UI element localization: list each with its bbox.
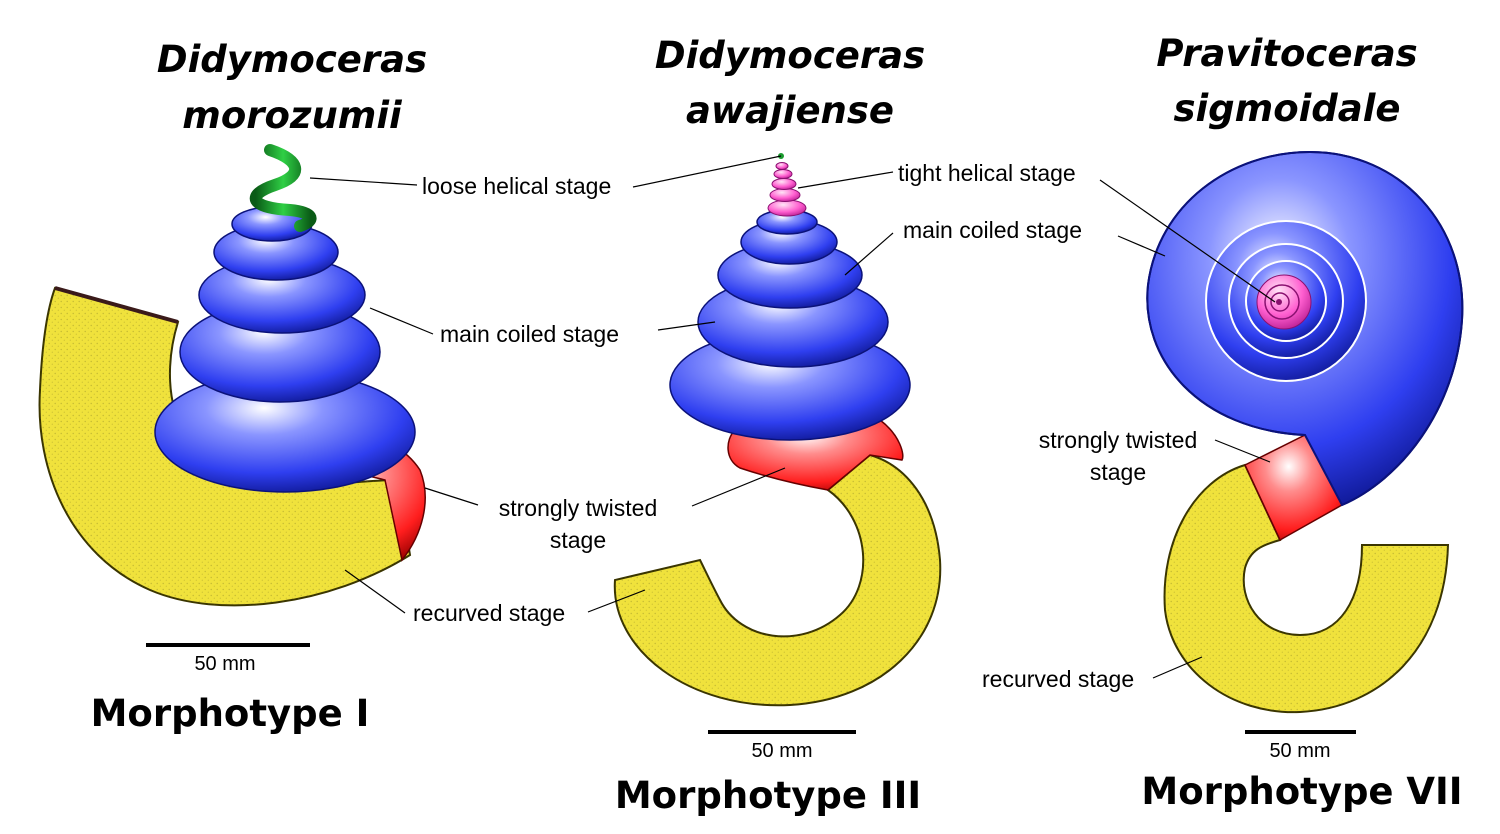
species-title: awajiense xyxy=(686,89,894,132)
label-strongly-twisted-line2: stage xyxy=(550,527,606,553)
label-recurved-stage: recurved stage xyxy=(413,600,565,626)
main-coiled-stage-shape xyxy=(669,209,911,441)
label-strongly-twisted-line1: strongly twisted xyxy=(499,495,658,521)
panel-morphotype-3: Didymoceras awajiense tight helical stag… xyxy=(587,34,1082,817)
morphotype-label: Morphotype III xyxy=(615,774,921,817)
main-coiled-stage-shape xyxy=(154,206,416,493)
label-tight-helical-stage: tight helical stage xyxy=(898,160,1076,186)
tight-helical-stage-shape xyxy=(1256,274,1312,330)
scale-bar-label: 50 mm xyxy=(194,653,255,675)
label-loose-helical-stage: loose helical stage xyxy=(422,173,611,199)
label-main-coiled-stage: main coiled stage xyxy=(903,217,1082,243)
label-strongly-twisted-line2: stage xyxy=(1090,459,1146,485)
genus-title: Pravitoceras xyxy=(1156,32,1417,75)
scale-bar-label: 50 mm xyxy=(1269,740,1330,762)
loose-helical-stage-shape xyxy=(249,144,317,232)
panel-morphotype-7: Pravitoceras sigmoidale strongly twisted… xyxy=(982,32,1464,813)
panel-morphotype-1: Didymoceras morozumii loose helical stag… xyxy=(38,38,658,735)
recurved-stage-shape xyxy=(1163,463,1450,714)
species-title: sigmoidale xyxy=(1173,87,1400,130)
recurved-stage-shape xyxy=(613,453,942,707)
label-main-coiled-stage: main coiled stage xyxy=(440,321,619,347)
genus-title: Didymoceras xyxy=(655,34,925,77)
scale-bar-label: 50 mm xyxy=(751,740,812,762)
morphotype-label: Morphotype I xyxy=(91,692,370,735)
morphotype-label: Morphotype VII xyxy=(1141,770,1462,813)
label-recurved-stage: recurved stage xyxy=(982,666,1134,692)
species-title: morozumii xyxy=(182,94,403,137)
tight-helical-stage-shape xyxy=(767,153,807,217)
genus-title: Didymoceras xyxy=(157,38,427,81)
label-strongly-twisted-line1: strongly twisted xyxy=(1039,427,1198,453)
